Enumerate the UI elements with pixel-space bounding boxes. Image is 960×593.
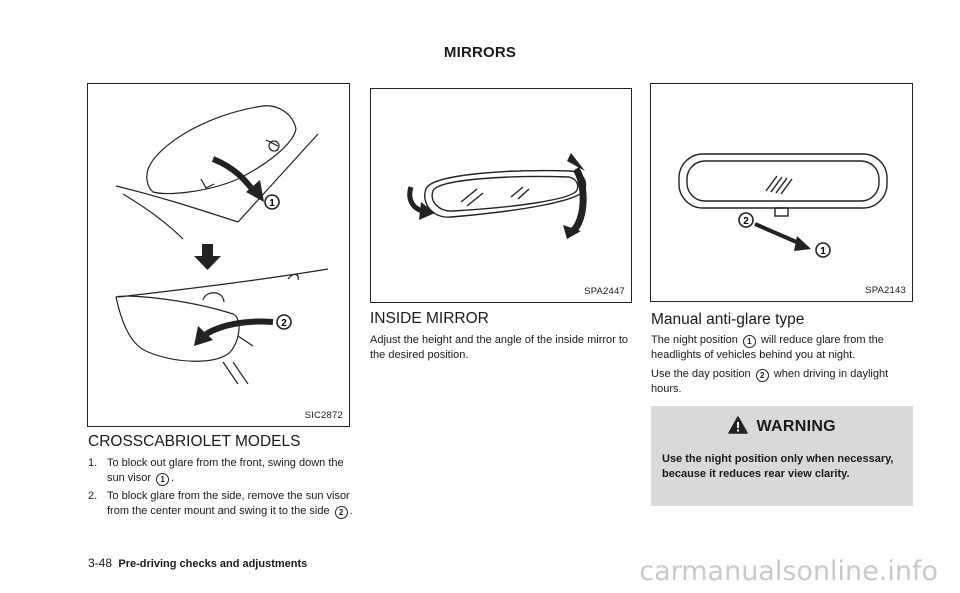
- section-name: Pre-driving checks and adjustments: [118, 558, 308, 570]
- callout-1-label: 1: [820, 246, 826, 257]
- antiglare-heading: Manual anti-glare type: [651, 311, 805, 328]
- callout-2-label: 2: [743, 216, 749, 227]
- list-number: 1.: [88, 457, 98, 469]
- list-number: 2.: [88, 490, 98, 502]
- watermark: carmanualsonline.info: [639, 556, 938, 587]
- callout-1-icon: [264, 194, 280, 210]
- figure-code: SIC2872: [304, 410, 343, 421]
- warning-icon: [728, 416, 748, 434]
- inside-mirror-heading: INSIDE MIRROR: [370, 310, 489, 327]
- warning-header: WARNING: [651, 416, 913, 436]
- page-number: 3-48: [88, 556, 113, 570]
- warning-box: WARNING Use the night position only when…: [651, 406, 913, 506]
- antiglare-paragraph-2: Use the day position 2 when driving in d…: [651, 368, 889, 395]
- callout-2-label: 2: [281, 318, 287, 329]
- callout-ref-1-icon: 1: [742, 335, 756, 348]
- list-text: To block out glare from the front, swing…: [107, 457, 344, 486]
- sun-visor-illustration: 1 2: [115, 105, 329, 385]
- callout-2-icon: [738, 212, 754, 228]
- antiglare-mirror-illustration: 2 1: [678, 153, 888, 258]
- inside-mirror-illustration: [407, 153, 587, 239]
- crosscabriolet-heading: CROSSCABRIOLET MODELS: [88, 433, 301, 450]
- list-text: To block glare from the side, remove the…: [107, 490, 353, 519]
- callout-ref-2-icon: 2: [755, 369, 769, 382]
- page-title: MIRRORS: [443, 44, 517, 61]
- warning-text: Use the night position only when necessa…: [662, 453, 894, 480]
- callout-2-icon: [276, 314, 292, 330]
- figure-antiglare: 2 1 SPA2143: [650, 83, 913, 302]
- figure-sun-visor: 1 2 SIC2872: [87, 83, 350, 427]
- figure-code: SPA2447: [584, 286, 625, 297]
- callout-1-label: 1: [269, 198, 275, 209]
- antiglare-paragraph-1: The night position 1 will reduce glare f…: [651, 334, 884, 361]
- callout-ref-2-icon: 2: [334, 506, 348, 519]
- figure-code: SPA2143: [865, 285, 906, 296]
- page-footer: 3-48 Pre-driving checks and adjustments: [88, 556, 307, 570]
- warning-title: WARNING: [756, 418, 836, 435]
- figure-inside-mirror: SPA2447: [370, 88, 632, 303]
- inside-mirror-text: Adjust the height and the angle of the i…: [370, 334, 629, 361]
- callout-ref-1-icon: 1: [156, 473, 170, 486]
- callout-1-icon: [815, 242, 831, 258]
